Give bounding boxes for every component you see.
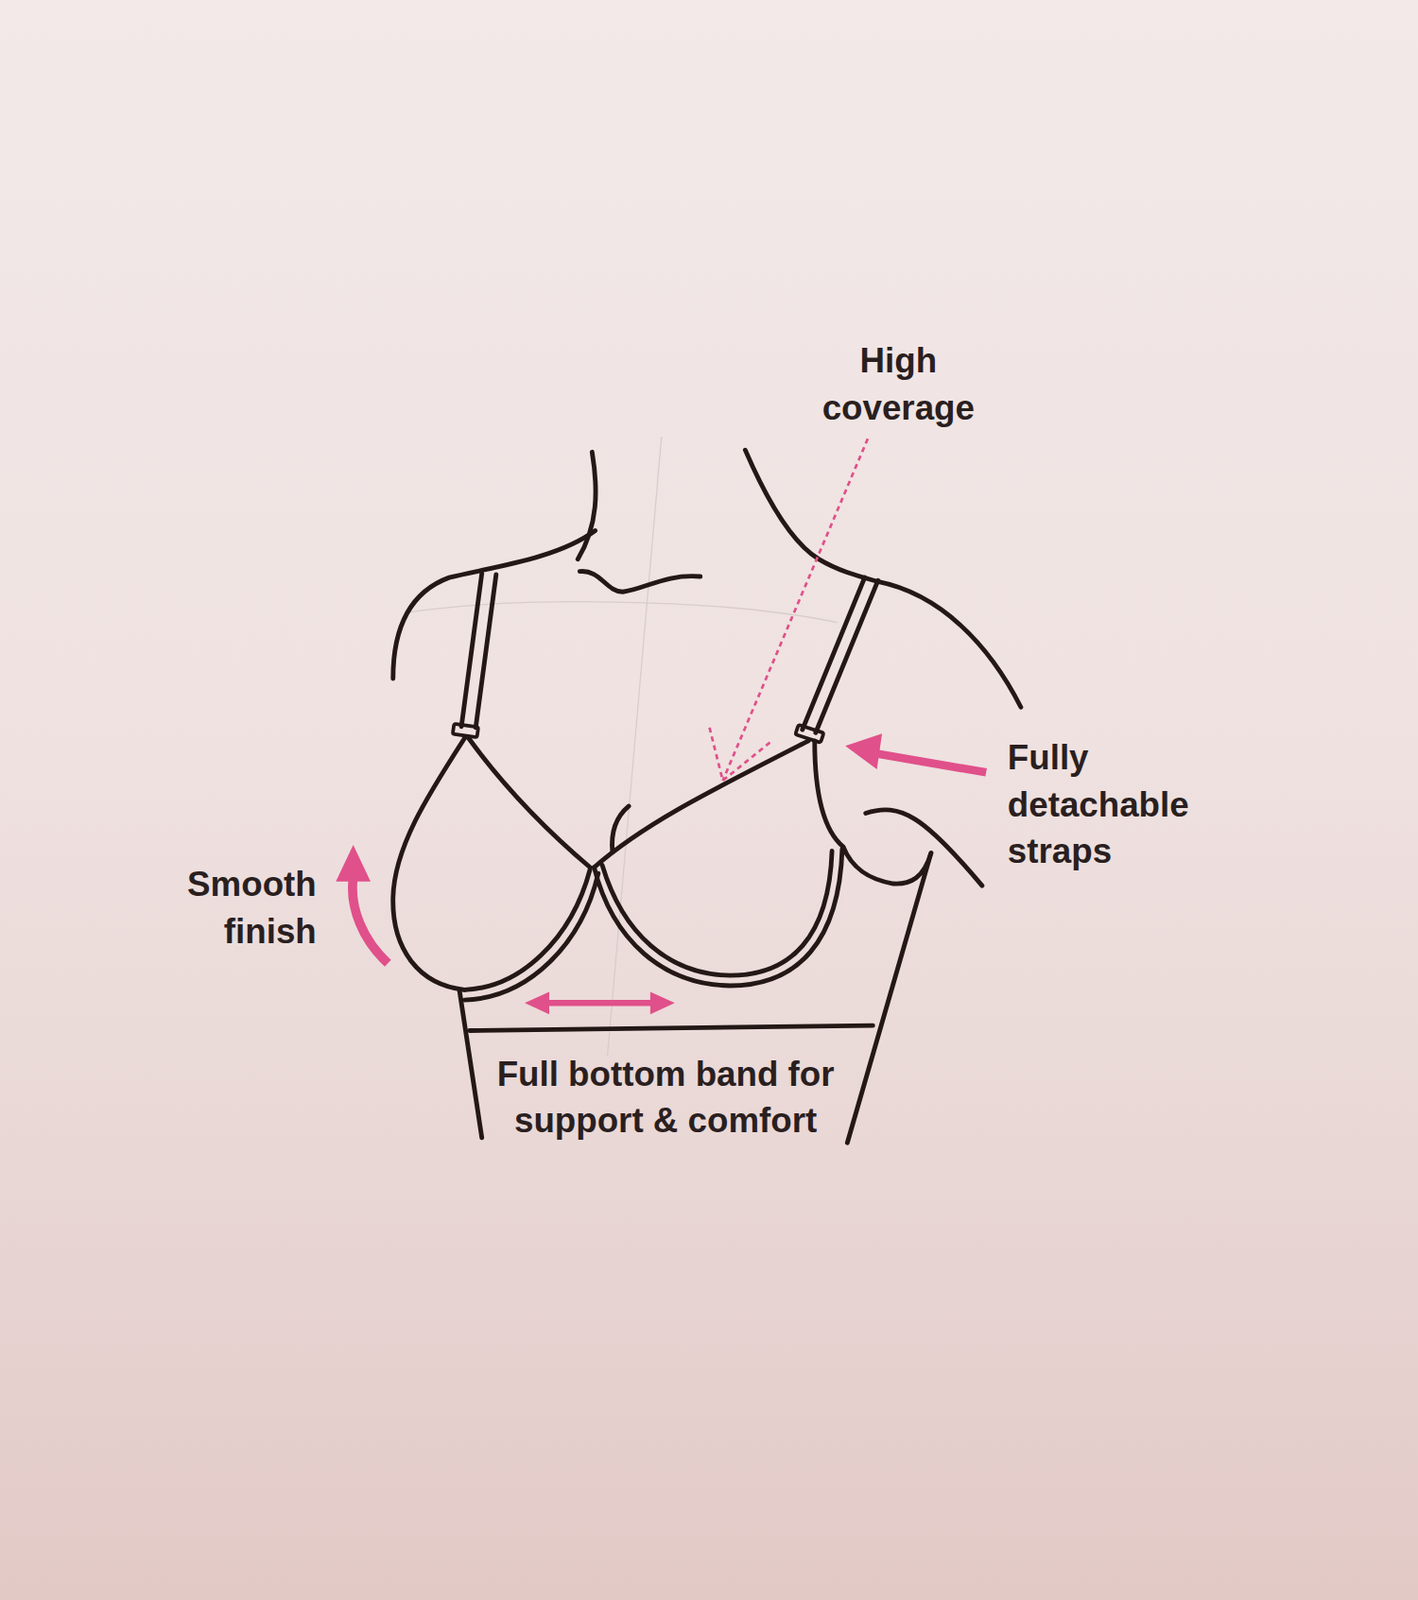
guide-lines <box>408 436 838 1056</box>
right-cup-top <box>594 741 810 868</box>
bra-outline <box>393 449 1021 1143</box>
strap-arrowhead <box>845 733 882 770</box>
straps-label: Fully detachable straps <box>1007 733 1253 875</box>
right-strap <box>802 577 879 733</box>
finish-label: Smooth finish <box>132 860 316 954</box>
smooth-arrow-shaft <box>352 878 388 965</box>
right-cup-side <box>814 741 844 848</box>
neck-right-shoulder <box>744 449 1021 708</box>
neck-left <box>577 451 596 559</box>
left-cup-outer <box>393 737 467 991</box>
smooth-arrowhead <box>335 845 371 882</box>
right-side-body <box>843 847 932 884</box>
band-arrowhead-right <box>650 991 675 1015</box>
collarbone <box>579 570 700 592</box>
band-right <box>847 853 932 1144</box>
band-arrowhead-left <box>524 991 550 1015</box>
cleavage <box>612 806 630 853</box>
callout-arrows <box>335 438 986 1015</box>
left-underwire-channel <box>464 873 598 1001</box>
band-left <box>459 989 483 1139</box>
band-label: Full bottom band for support & comfort <box>492 1050 840 1144</box>
coverage-leader <box>709 438 868 781</box>
coverage-label: High coverage <box>801 336 996 431</box>
left-cup-inner <box>467 737 591 868</box>
left-strap <box>461 573 497 728</box>
right-underwire-channel <box>602 850 832 976</box>
band-arrow-shaft <box>545 1000 656 1006</box>
band-top <box>469 1025 874 1031</box>
chest-guide <box>408 602 838 623</box>
strap-arrow-shaft <box>872 753 986 774</box>
right-underwire <box>594 848 843 986</box>
left-underwire <box>464 869 590 990</box>
